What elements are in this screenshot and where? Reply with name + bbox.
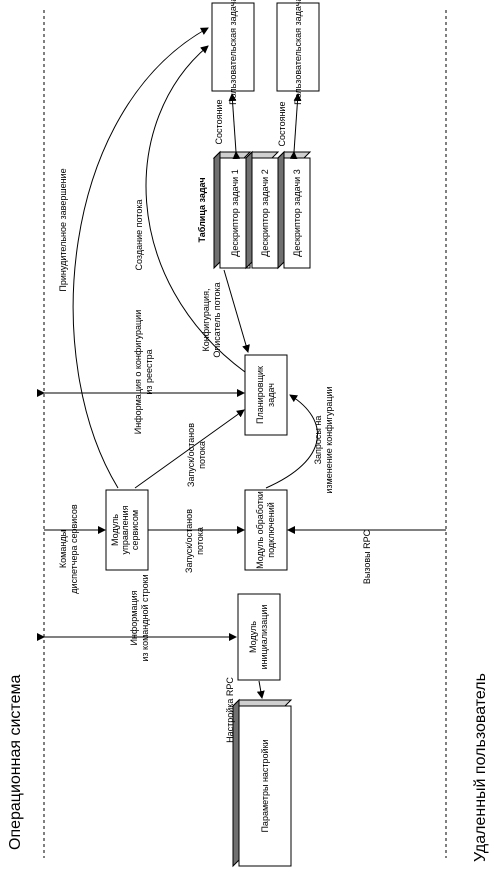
descriptor-2-label: Дескриптор задачи 2 [260,169,270,256]
state-3-arrow [289,93,302,160]
task-table-label: Таблица задач [197,177,207,242]
user-task-1-box [211,2,255,92]
config-arrow [223,269,250,353]
descriptor-3: Дескриптор задачи 3 [276,150,312,270]
state-1-arrow [228,93,241,160]
thread-creation-arrow [145,45,246,373]
scm-commands-label-1: Команды [58,530,68,568]
connection-module-label-1: Модуль обработки [255,491,265,569]
descriptor-1-label: Дескриптор задачи 1 [230,169,240,256]
state-1-label: Состояние [214,100,224,145]
scheduler-box [244,354,288,436]
scm-commands-label-2: диспетчера сервисов [69,504,79,594]
service-module-label-3: сервисом [130,510,140,550]
user-task-2-box [276,2,320,92]
os-title: Операционная система [7,675,24,850]
cmdline-label-2: из командной строки [140,574,150,661]
service-module-box [105,489,149,571]
connection-module-box [244,489,288,571]
user-task-1-label: Пользовательская задача 1 [228,0,238,105]
startstop-service-scheduler-arrow [134,409,245,489]
scheduler-label: Планировщик [255,366,265,424]
forced-termination-arrow [72,27,209,489]
settings-params-label: Параметры настройки [260,739,270,832]
descriptor-3-label: Дескриптор задачи 3 [292,169,302,256]
state-3-label: Состояние [277,102,287,147]
config-requests-label-2: изменение конфигурации [324,386,334,493]
thread-creation-label: Создание потока [134,200,144,271]
startstop-2-label-2: потока [195,527,205,555]
service-module-label-1: Модуль [110,514,120,546]
forced-termination-label: Принудительное завершение [58,168,68,291]
config-requests-label-1: Запросы на [313,416,323,465]
init-module-label-2: инициализации [259,605,269,670]
registry-label-1: Информация о конфигурации [133,310,143,434]
rpc-setup-label: Настройка RPC [225,677,235,743]
scheduler-label-2: задач [266,383,276,407]
startstop-1-label-1: Запуск/останов [186,423,196,487]
startstop-1-label-2: потока [197,441,207,469]
init-module-label-1: Модуль [248,621,258,653]
service-module-label-2: управления [120,505,130,554]
registry-label-2: из реестра [144,349,154,394]
init-module-box [237,593,281,681]
config-label-1: Конфигурация, [201,289,211,352]
startstop-2-label-1: Запуск/останов [184,509,194,573]
user-task-2-label: Пользовательская задача 2 [293,0,303,105]
config-requests-arrow [265,394,318,489]
config-label-2: Описатель потока [212,282,222,357]
cmdline-label-1: Информация [129,590,139,645]
descriptor-1: Дескриптор задачи 1 [212,150,252,270]
remote-title: Удаленный пользователь [472,673,489,862]
descriptor-2: Дескриптор задачи 2 [244,150,280,270]
settings-params: Параметры настройки [231,698,293,868]
connection-module-label-2: подключений [266,502,276,558]
rpc-calls-label: Вызовы RPC [362,529,372,584]
rpc-setup-arrow [256,680,265,699]
